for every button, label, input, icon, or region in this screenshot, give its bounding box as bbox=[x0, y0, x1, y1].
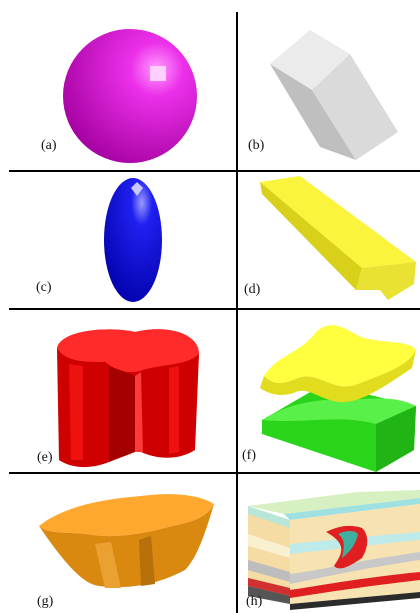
panel-label: (c) bbox=[36, 280, 52, 295]
orange-lens-block-icon bbox=[39, 494, 214, 588]
yellow-slab-icon bbox=[260, 176, 416, 300]
yellow-green-layers-icon bbox=[260, 325, 416, 472]
magenta-sphere-icon bbox=[63, 29, 197, 163]
panel-f: (f) bbox=[238, 310, 420, 472]
panel-label: (h) bbox=[246, 594, 263, 609]
panel-label: (f) bbox=[242, 448, 256, 463]
panel-b: (b) bbox=[238, 12, 420, 170]
panel-g: (g) bbox=[9, 474, 236, 613]
panel-label: (b) bbox=[248, 138, 265, 153]
panel-label: (g) bbox=[37, 594, 54, 609]
geologic-cross-section-icon bbox=[248, 490, 420, 610]
grid-line-h2 bbox=[9, 308, 420, 310]
panel-label: (e) bbox=[37, 450, 53, 465]
blue-ellipsoid-icon bbox=[104, 178, 162, 302]
panel-label: (d) bbox=[244, 282, 261, 297]
panel-a: (a) bbox=[9, 12, 236, 170]
panel-label: (a) bbox=[41, 138, 57, 153]
panel-e: (e) bbox=[9, 310, 236, 472]
red-kidney-prism-icon bbox=[57, 329, 199, 468]
panel-h: (h) bbox=[238, 474, 420, 613]
grid-line-v bbox=[236, 12, 238, 613]
grid-line-h1 bbox=[9, 170, 420, 172]
panel-c: (c) bbox=[9, 172, 236, 308]
grid-line-h3 bbox=[9, 472, 420, 474]
grey-tilted-box-icon bbox=[270, 30, 398, 160]
panel-d: (d) bbox=[238, 172, 420, 308]
